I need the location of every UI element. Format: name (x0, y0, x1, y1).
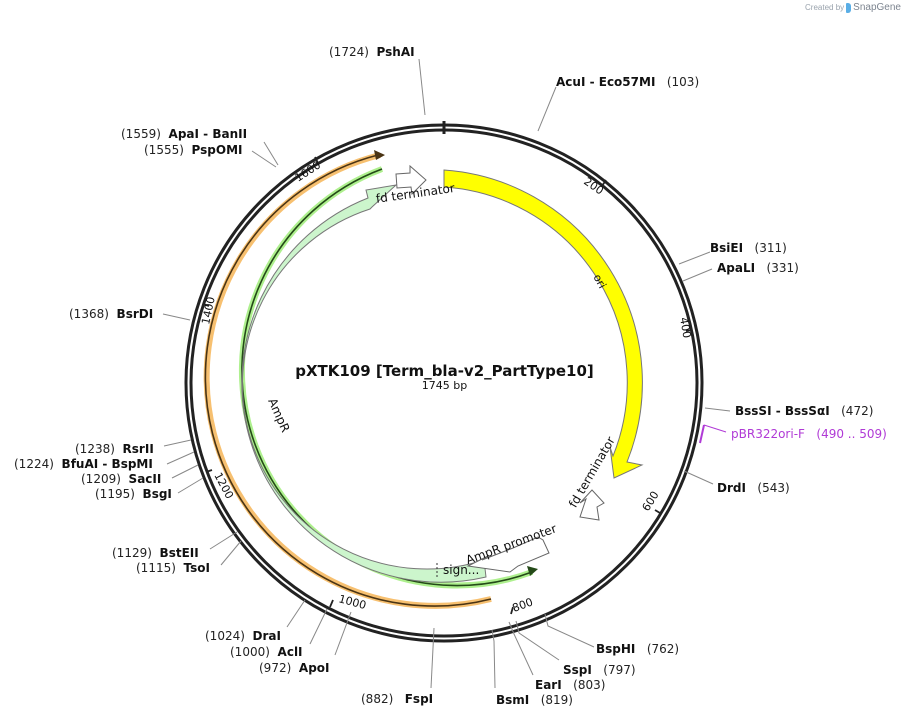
plasmid-name: pXTK109 [Term_bla-v2_PartType10] (295, 362, 594, 380)
site-bfuai-bspmi: (1224) BfuAI - BspMI (14, 457, 153, 471)
site-pshai: (1724) PshAI (329, 45, 415, 59)
site-tsoi: (1115) TsoI (136, 561, 210, 575)
site-bsrdi: (1368) BsrDI (69, 307, 154, 321)
tick-label-800: 800 (511, 595, 535, 614)
site-pspomi: (1555) PspOMI (144, 143, 243, 157)
credit-brand: SnapGene (853, 2, 901, 13)
tick-label-400: 400 (677, 316, 693, 339)
orf-arrow-orange (203, 150, 492, 609)
snapgene-credit: Created by SnapGene (805, 2, 901, 13)
site-drai: (1024) DraI (205, 629, 281, 643)
site-leader-lines (162, 58, 731, 689)
orf-arrow-green (239, 166, 538, 589)
site-eari: EarI (803) (535, 678, 606, 692)
snapgene-logo-icon (846, 2, 852, 13)
site-apai-banii: (1559) ApaI - BanII (121, 127, 248, 141)
plasmid-length: 1745 bp (421, 379, 468, 392)
site-acui-eco57mi: AcuI - Eco57MI (103) (556, 75, 700, 89)
primer-label-pbr322ori-f: pBR322ori-F (490 .. 509) (731, 427, 887, 441)
site-apali: ApaLI (331) (717, 261, 799, 275)
tick-label-600: 600 (640, 489, 662, 514)
site-bsiei: BsiEI (311) (710, 241, 787, 255)
feature-ampr (241, 184, 487, 583)
tick-marks (202, 156, 693, 615)
site-sspi: SspI (797) (563, 663, 636, 677)
credit-prefix: Created by (805, 3, 845, 12)
feature-ampr-promoter (466, 536, 550, 573)
site-fspi: (882) FspI (361, 692, 434, 706)
site-bsgi: (1195) BsgI (95, 487, 172, 501)
feature-ori (443, 169, 644, 479)
site-bsteii: (1129) BstEII (112, 546, 199, 560)
site-acli: (1000) AclI (230, 645, 303, 659)
feature-label-signal: sign... (443, 563, 480, 577)
site-rsrii: (1238) RsrII (75, 442, 154, 456)
site-apoi: (972) ApoI (259, 661, 330, 675)
site-drdi: DrdI (543) (717, 481, 790, 495)
site-bsmi: BsmI (819) (496, 693, 573, 707)
site-bsphi: BspHI (762) (596, 642, 680, 656)
feature-fd-terminator-top (395, 164, 427, 196)
primer-pbr322ori-f (699, 424, 727, 444)
feature-fd-terminator-right (579, 489, 605, 521)
site-sacii: (1209) SacII (81, 472, 162, 486)
site-bsssi-bsssai: BssSI - BssSαI (472) (735, 404, 874, 418)
